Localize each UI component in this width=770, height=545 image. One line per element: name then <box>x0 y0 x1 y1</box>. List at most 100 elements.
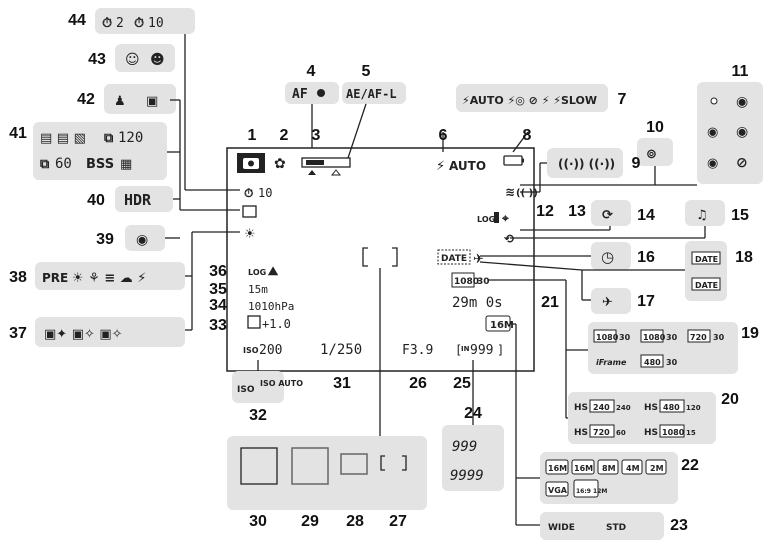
callout-number: 15 <box>731 207 749 224</box>
svg-text:720: 720 <box>690 333 707 342</box>
wide-icon: WIDE <box>548 523 575 533</box>
callout-number: 8 <box>523 127 532 144</box>
callout-number: 34 <box>209 297 227 314</box>
internal-memory-label: IN <box>461 345 470 353</box>
svg-text:1080: 1080 <box>643 333 666 342</box>
svg-text:120: 120 <box>686 404 701 412</box>
callout-number: 13 <box>568 203 586 220</box>
log-label-left: LOG <box>248 268 266 277</box>
svg-text:HDR: HDR <box>124 191 152 209</box>
svg-text:4M: 4M <box>626 464 640 473</box>
wireless-box <box>637 138 673 166</box>
svg-text:⏱: ⏱ <box>134 16 144 31</box>
vibration-reduction-icon: (( )) <box>516 188 538 199</box>
svg-text:1080: 1080 <box>662 428 685 437</box>
exposure-comp-value: +1.0 <box>262 317 291 331</box>
callout-number: 41 <box>9 125 27 142</box>
svg-text:◉: ◉ <box>736 94 748 110</box>
flash-mode-box <box>456 84 608 112</box>
svg-text:720: 720 <box>593 428 610 437</box>
svg-text:120: 120 <box>118 130 143 146</box>
svg-text:▤ ▤ ▧: ▤ ▤ ▧ <box>40 131 86 146</box>
callout-number: 26 <box>409 375 427 392</box>
svg-text:⧉: ⧉ <box>104 131 114 146</box>
callout-number: 29 <box>301 513 319 530</box>
callout-number: 43 <box>88 51 106 68</box>
lens-mode-box <box>540 512 664 540</box>
iso-label: ISO <box>243 346 259 355</box>
white-balance-icons: ☀ ⚘ ≡ ☁ ⚡ <box>72 271 146 286</box>
callout-number: 12 <box>536 203 554 220</box>
svg-text:1080: 1080 <box>596 333 619 342</box>
callout-number: 6 <box>439 127 448 144</box>
callout-number: 5 <box>362 63 371 80</box>
callout-number: 36 <box>209 263 227 280</box>
scene-icons-box <box>104 84 176 114</box>
wifi-status-box <box>697 82 763 184</box>
red-eye-box <box>125 225 165 251</box>
red-eye-icon: ◉ <box>136 232 148 248</box>
continuous-options-box <box>33 122 167 180</box>
multi-shot-16-icon: ▦ <box>120 157 132 172</box>
svg-text:16M: 16M <box>574 464 593 473</box>
callout-number: 18 <box>735 249 753 266</box>
svg-text:30: 30 <box>713 333 725 342</box>
flash-auto-label: AUTO <box>449 159 486 173</box>
log-bar-icon <box>494 212 499 223</box>
svg-text:240: 240 <box>593 403 610 412</box>
callout-number: 4 <box>307 63 316 80</box>
svg-text:PRE: PRE <box>42 271 68 285</box>
callout-number: 24 <box>464 405 482 422</box>
svg-text:ISO AUTO: ISO AUTO <box>260 379 303 388</box>
svg-text:2: 2 <box>116 16 124 31</box>
svg-text:16M: 16M <box>548 464 567 473</box>
svg-text:⧉: ⧉ <box>40 157 50 172</box>
iso-value: 200 <box>259 343 282 358</box>
aperture-value: F3.9 <box>402 343 433 358</box>
gps-icon: ⌖ <box>501 211 509 225</box>
svg-text:9999: 9999 <box>450 468 484 484</box>
svg-text:480: 480 <box>644 358 661 367</box>
callout-number: 39 <box>96 231 114 248</box>
svg-text:16:9 12M: 16:9 12M <box>576 488 607 495</box>
ae-af-lock-callout <box>342 82 406 104</box>
target-finding-af-icon <box>340 453 368 475</box>
self-timer-options-box <box>95 8 195 34</box>
center-af-icon <box>380 455 407 471</box>
backlighting-icons: ▣✦ ▣✧ ▣✧ <box>44 327 123 342</box>
continuous-icon <box>242 205 257 218</box>
svg-text:10: 10 <box>148 16 164 31</box>
vibration-reduction-box <box>547 148 623 178</box>
focus-area <box>362 247 398 267</box>
svg-text:VGA: VGA <box>548 486 568 495</box>
backlighting-box <box>35 317 185 347</box>
callout-number: 28 <box>346 513 364 530</box>
callout-number: 33 <box>209 317 227 334</box>
date-imprint-label: DATE <box>441 254 467 264</box>
callout-number: 44 <box>68 12 86 29</box>
std-icon: STD <box>606 523 626 533</box>
shots-remaining-value: 999 <box>470 343 493 358</box>
svg-text:60: 60 <box>616 429 626 437</box>
iso-options-box <box>232 371 284 403</box>
svg-text:((·)) ((·)): ((·)) ((·)) <box>558 157 615 171</box>
callout-number: 25 <box>453 375 471 392</box>
leader-lines <box>165 34 706 526</box>
callout-number: 37 <box>9 325 27 342</box>
auto-focus-area-icon <box>291 447 329 485</box>
ae-af-lock-label: AE/AF-L <box>346 87 397 101</box>
svg-text:30: 30 <box>619 333 631 342</box>
date-not-set-box <box>591 242 631 270</box>
gps-box <box>591 200 631 226</box>
svg-text:HS: HS <box>574 403 588 413</box>
shots-remaining-bracket: [ <box>455 343 462 357</box>
svg-text:60: 60 <box>55 156 72 172</box>
svg-text:BSS: BSS <box>86 157 114 172</box>
af-label: AF <box>292 87 308 102</box>
callout-number: 11 <box>732 63 749 80</box>
white-balance-box <box>35 262 185 290</box>
white-balance-icon: ☀ <box>244 227 256 242</box>
hdr-box <box>115 186 173 212</box>
audio-box <box>685 200 725 226</box>
